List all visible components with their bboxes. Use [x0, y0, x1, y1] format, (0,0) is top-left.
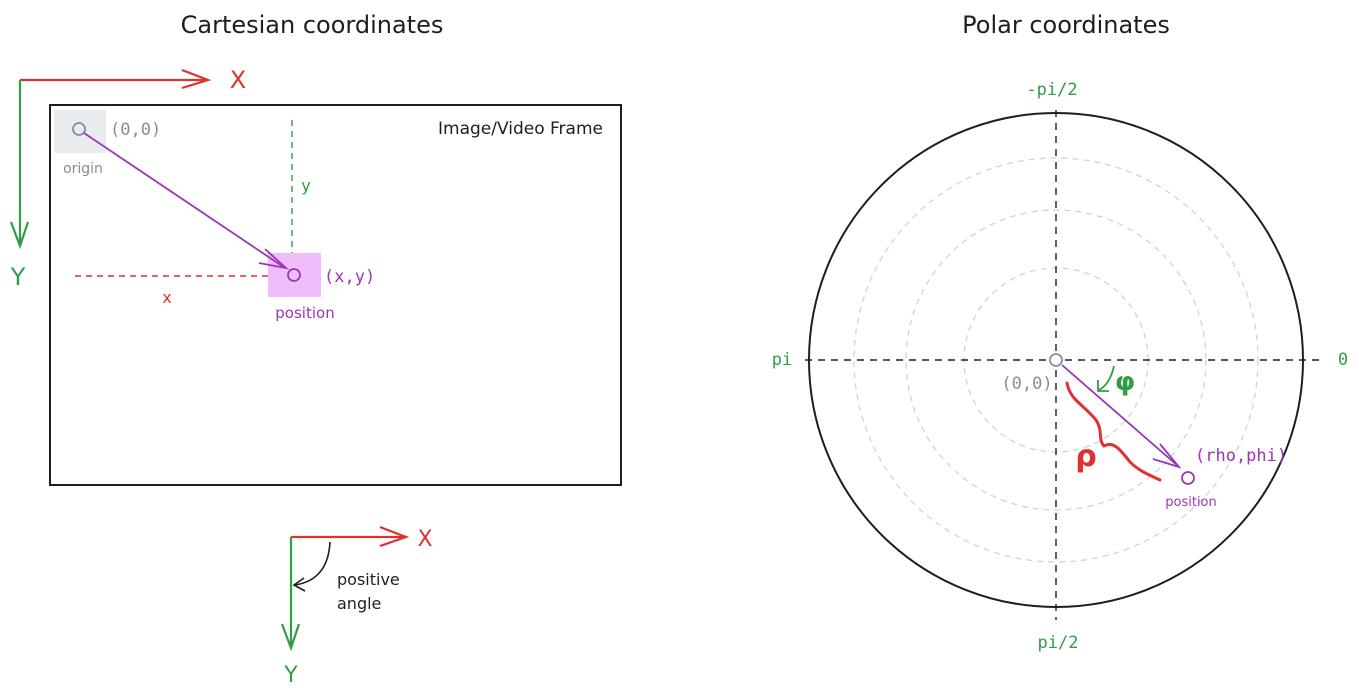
cartesian-title: Cartesian coordinates [181, 11, 444, 39]
origin-coord: (0,0) [110, 120, 161, 140]
angle-x-arrow-icon [379, 525, 410, 548]
polar-grid [805, 110, 1322, 620]
position-point [287, 268, 301, 282]
angle-label-line1: positive [337, 570, 400, 589]
origin-highlight [54, 110, 106, 153]
angle-axis-x-label: X [417, 527, 432, 552]
frame-label: Image/Video Frame [438, 119, 603, 139]
angle-label-line2: angle [337, 594, 381, 613]
polar-right-label: 0 [1338, 350, 1348, 370]
cartesian-axes: X Y [10, 66, 247, 291]
polar-left-label: pi [772, 350, 792, 370]
angle-y-arrow-icon [280, 623, 301, 652]
rho-symbol: ρ [1075, 439, 1096, 474]
position-coord: (x,y) [324, 267, 375, 287]
polar-title: Polar coordinates [962, 11, 1170, 39]
y-distance-label: y [301, 176, 310, 195]
origin-label: origin [63, 161, 103, 177]
axis-x-label: X [230, 66, 246, 94]
polar-origin-coord: (0,0) [1001, 374, 1052, 394]
axis-y-label: Y [10, 263, 26, 291]
position-label: position [275, 304, 334, 322]
phi-arrow-icon [1097, 380, 1109, 392]
polar-position-point [1181, 471, 1195, 485]
x-arrow-icon [181, 68, 212, 90]
polar-top-label: -pi/2 [1026, 80, 1077, 100]
phi-arc [1098, 365, 1115, 391]
polar-origin-point [1049, 353, 1063, 367]
image-frame [49, 104, 622, 486]
angle-arrow-icon [292, 577, 306, 592]
angle-axes: X Y positive angle [280, 525, 433, 688]
polar-position-label: position [1165, 495, 1217, 510]
x-distance-label: x [162, 288, 171, 307]
polar-position-coord: (rho,phi) [1195, 446, 1287, 466]
y-arrow-icon [9, 221, 30, 250]
rho-brace [1065, 381, 1162, 482]
angle-axis-y-label: Y [283, 663, 298, 688]
phi-symbol: φ [1115, 367, 1135, 397]
polar-bottom-label: pi/2 [1038, 633, 1079, 653]
origin-point [72, 122, 86, 136]
position-arrow-icon [258, 248, 289, 270]
rho-arrow-icon [1152, 443, 1182, 469]
